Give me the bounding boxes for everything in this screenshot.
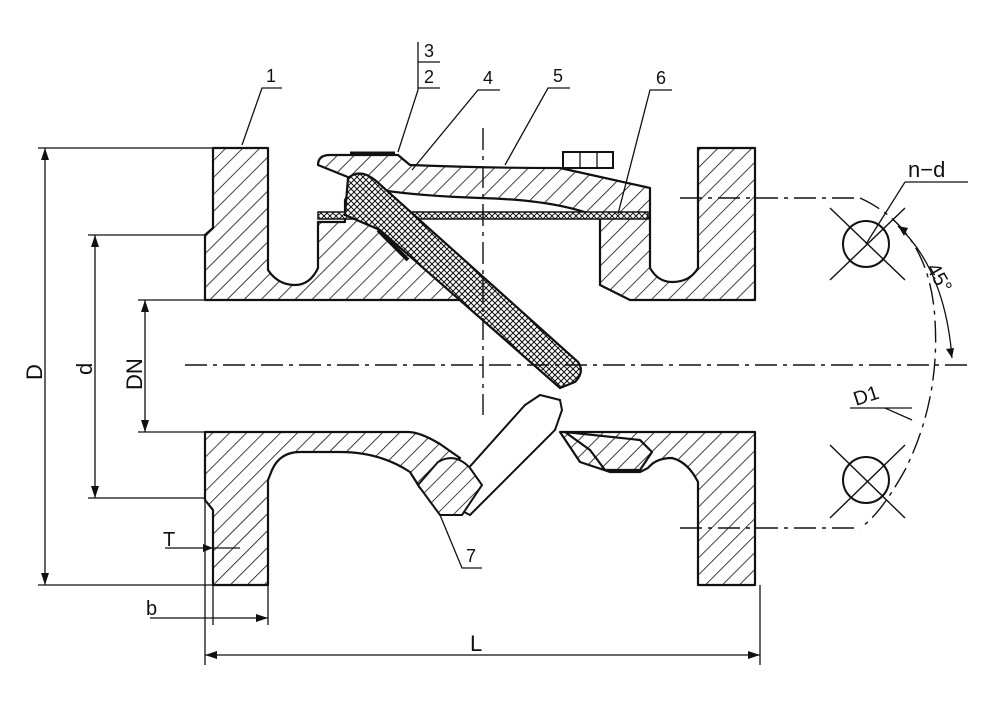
part-label-1: 1 [266, 66, 276, 86]
part-label-7: 7 [466, 546, 476, 566]
bonnet-cover [316, 153, 652, 220]
leader-2-3 [397, 42, 419, 153]
dim-label-d: d [72, 363, 97, 375]
drain-plug [416, 457, 484, 516]
part-label-2: 2 [424, 67, 434, 87]
leader-1 [241, 87, 282, 146]
body-lower-half [203, 430, 462, 587]
leader-4 [411, 89, 500, 171]
bolt-hole-top-cross-2 [829, 207, 906, 281]
dim-label-L: L [470, 631, 482, 656]
part-label-6: 6 [656, 68, 666, 88]
disc-seat [376, 228, 410, 262]
leader-5 [504, 87, 570, 166]
body-bottom-boss [563, 430, 654, 472]
bolt-hole-bottom-cross-2 [829, 444, 906, 519]
dim-D-arrow-bottom [41, 573, 49, 585]
cover-bolt [562, 151, 614, 169]
part-label-3: 3 [424, 41, 434, 61]
d1-leader-2 [884, 407, 913, 421]
part-label-5: 5 [553, 66, 563, 86]
dim-DN-arrow-top [141, 300, 149, 312]
body-right-lower [558, 430, 757, 587]
angle-arrow-top [898, 226, 908, 236]
dim-label-n-d: n−d [908, 157, 945, 182]
dim-label-DN: DN [122, 358, 147, 390]
dim-d-arrow-top [91, 235, 99, 247]
dim-label-angle: 45° [922, 260, 956, 297]
leader-6 [617, 89, 672, 215]
dim-L-arrow-right [748, 651, 760, 659]
dim-label-D1: D1 [851, 382, 882, 411]
dim-b-arrow-right [256, 614, 268, 622]
dim-DN-arrow-bottom [141, 420, 149, 432]
dim-d-arrow-bottom [91, 486, 99, 498]
dim-L-arrow-left [205, 651, 217, 659]
angle-dimension-arc [897, 225, 953, 359]
dim-label-D: D [22, 364, 47, 380]
bolt-circle-arc [859, 197, 937, 529]
body-right-upper [598, 146, 757, 302]
angle-arrow-bottom [946, 348, 954, 358]
n-d-leader-d [865, 181, 906, 245]
strainer-disc [343, 172, 582, 390]
dim-D-arrow-top [41, 148, 49, 160]
dim-label-T: T [163, 529, 175, 551]
leader-7 [439, 514, 482, 569]
part-label-4: 4 [483, 68, 493, 88]
dim-label-b: b [146, 598, 157, 620]
